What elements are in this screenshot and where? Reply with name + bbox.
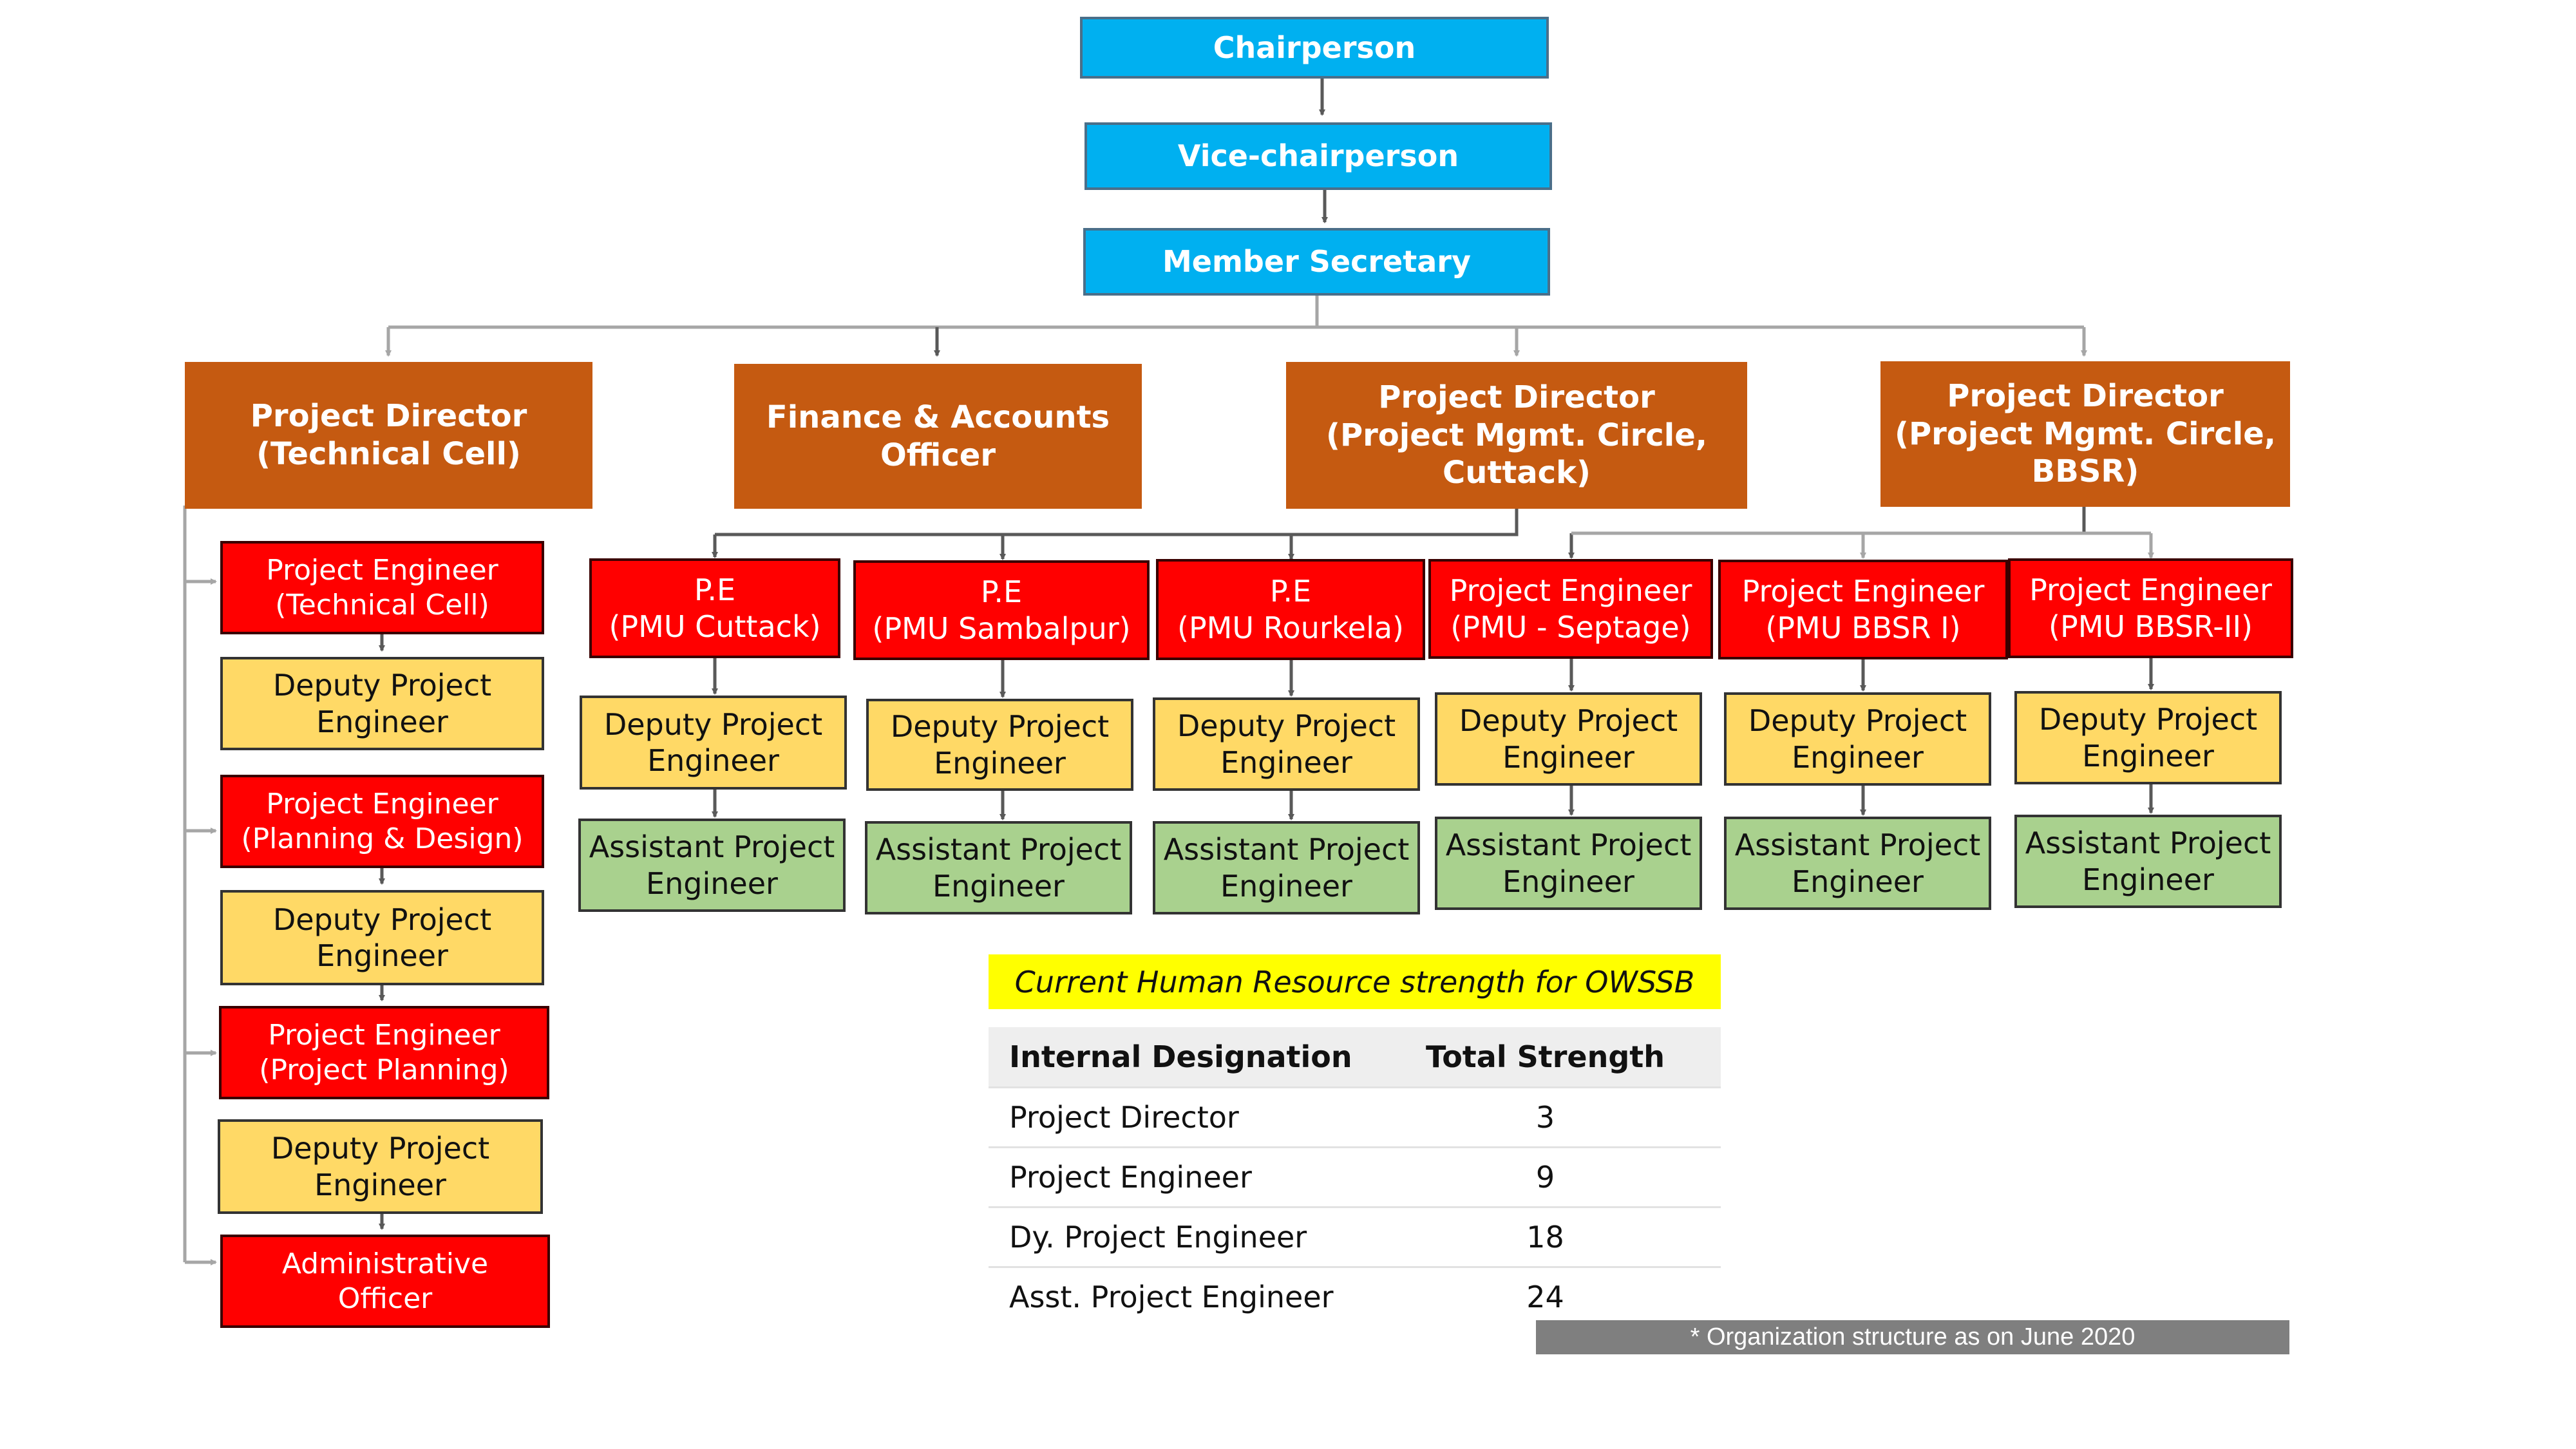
chairperson-box: Chairperson bbox=[1080, 17, 1549, 79]
designation-cell: Project Director bbox=[989, 1086, 1370, 1148]
deputy-pe-bbsr1-box: Deputy Project Engineer bbox=[1724, 692, 1991, 786]
top-chain-arrows bbox=[1319, 79, 1328, 223]
pmu-chain-arrows bbox=[712, 658, 2154, 820]
technical-bus bbox=[183, 506, 217, 1265]
deputy-pe-septage-box: Deputy Project Engineer bbox=[1435, 692, 1702, 786]
deputy-pe-technical-box: Deputy Project Engineer bbox=[220, 657, 544, 750]
deputy-pe-planning-design-box: Deputy Project Engineer bbox=[220, 890, 544, 985]
bbsr-bus-light bbox=[1571, 531, 2154, 559]
table-row: Dy. Project Engineer 18 bbox=[989, 1206, 1721, 1267]
cuttack-bus bbox=[712, 509, 1519, 560]
designation-cell: Asst. Project Engineer bbox=[989, 1266, 1370, 1326]
member-secretary-box: Member Secretary bbox=[1083, 228, 1550, 296]
table-row: Project Director 3 bbox=[989, 1086, 1721, 1148]
header-designation: Internal Designation bbox=[989, 1027, 1370, 1088]
assistant-pe-septage-box: Assistant Project Engineer bbox=[1435, 817, 1702, 910]
pe-pmu-bbsr1-box: Project Engineer (PMU BBSR I) bbox=[1718, 560, 2008, 659]
secretary-branch bbox=[385, 296, 2087, 357]
table-row: Project Engineer 9 bbox=[989, 1146, 1721, 1208]
pe-pmu-cuttack-box: P.E (PMU Cuttack) bbox=[589, 558, 840, 658]
strength-cell: 9 bbox=[1370, 1146, 1721, 1208]
footnote: * Organization structure as on June 2020 bbox=[1536, 1320, 2289, 1354]
vice-chairperson-box: Vice-chairperson bbox=[1084, 122, 1552, 190]
deputy-pe-cuttack-box: Deputy Project Engineer bbox=[580, 696, 847, 790]
pe-planning-design-box: Project Engineer (Planning & Design) bbox=[220, 775, 544, 868]
deputy-pe-bbsr2-box: Deputy Project Engineer bbox=[2014, 691, 2282, 784]
strength-cell: 24 bbox=[1370, 1266, 1721, 1326]
pd-technical-cell-box: Project Director (Technical Cell) bbox=[185, 362, 592, 509]
deputy-pe-project-planning-box: Deputy Project Engineer bbox=[218, 1119, 543, 1214]
assistant-pe-rourkela-box: Assistant Project Engineer bbox=[1153, 821, 1420, 914]
pe-pmu-sambalpur-box: P.E (PMU Sambalpur) bbox=[853, 560, 1150, 660]
pe-pmu-rourkela-box: P.E (PMU Rourkela) bbox=[1156, 559, 1425, 660]
table-row: Asst. Project Engineer 24 bbox=[989, 1266, 1721, 1326]
pd-bbsr-circle-box: Project Director (Project Mgmt. Circle, … bbox=[1880, 361, 2290, 507]
strength-cell: 3 bbox=[1370, 1086, 1721, 1148]
pe-technical-cell-box: Project Engineer (Technical Cell) bbox=[220, 541, 544, 634]
hr-table-title: Current Human Resource strength for OWSS… bbox=[989, 954, 1721, 1009]
pe-pmu-bbsr2-box: Project Engineer (PMU BBSR-II) bbox=[2008, 558, 2293, 658]
assistant-pe-sambalpur-box: Assistant Project Engineer bbox=[865, 821, 1132, 914]
pe-project-planning-box: Project Engineer (Project Planning) bbox=[219, 1006, 549, 1099]
pd-cuttack-circle-box: Project Director (Project Mgmt. Circle, … bbox=[1286, 362, 1747, 509]
pe-pmu-septage-box: Project Engineer (PMU - Septage) bbox=[1428, 559, 1713, 659]
hr-strength-table: Internal Designation Total Strength Proj… bbox=[989, 1027, 1721, 1326]
finance-accounts-officer-box: Finance & Accounts Officer bbox=[734, 364, 1142, 509]
hr-table-header-row: Internal Designation Total Strength bbox=[989, 1027, 1721, 1088]
assistant-pe-cuttack-box: Assistant Project Engineer bbox=[578, 819, 846, 912]
assistant-pe-bbsr1-box: Assistant Project Engineer bbox=[1724, 817, 1991, 910]
header-strength: Total Strength bbox=[1370, 1027, 1721, 1088]
deputy-pe-sambalpur-box: Deputy Project Engineer bbox=[866, 699, 1133, 791]
designation-cell: Project Engineer bbox=[989, 1146, 1370, 1208]
administrative-officer-box: Administrative Officer bbox=[220, 1235, 550, 1328]
strength-cell: 18 bbox=[1370, 1206, 1721, 1267]
designation-cell: Dy. Project Engineer bbox=[989, 1206, 1370, 1267]
deputy-pe-rourkela-box: Deputy Project Engineer bbox=[1153, 697, 1420, 791]
assistant-pe-bbsr2-box: Assistant Project Engineer bbox=[2014, 815, 2282, 908]
